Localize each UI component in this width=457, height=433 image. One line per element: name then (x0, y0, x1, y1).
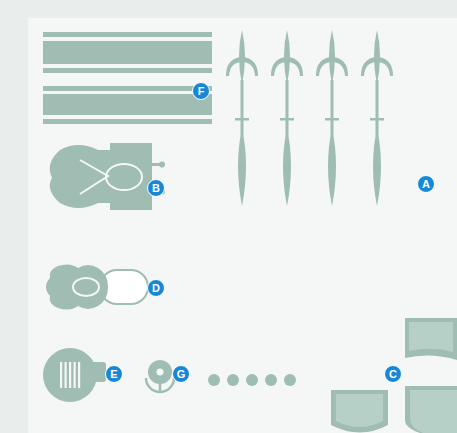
bar-strip (43, 32, 212, 37)
anchor-parts (226, 30, 393, 206)
part-d (46, 264, 148, 309)
part-b (50, 143, 165, 210)
callout-letter: E (105, 365, 123, 383)
bar (43, 41, 212, 64)
anchor-part (361, 30, 393, 206)
bar (43, 94, 212, 115)
callout-letter: A (417, 175, 435, 193)
part-g (146, 360, 174, 392)
ball-parts (208, 374, 296, 386)
panel (28, 18, 457, 433)
callout-letter: D (147, 279, 165, 297)
anchor-part (226, 30, 258, 206)
bars (43, 32, 212, 124)
anchor-part (271, 30, 303, 206)
cup-parts (331, 318, 457, 433)
part-e (43, 348, 106, 402)
callout-letter: G (172, 365, 190, 383)
anchor-part (316, 30, 348, 206)
bar-strip (43, 86, 212, 91)
bar-strip (43, 119, 212, 124)
bar-strip (43, 68, 212, 73)
callout-letter: C (384, 365, 402, 383)
callout-letter: F (192, 82, 210, 100)
callout-letter: B (147, 179, 165, 197)
